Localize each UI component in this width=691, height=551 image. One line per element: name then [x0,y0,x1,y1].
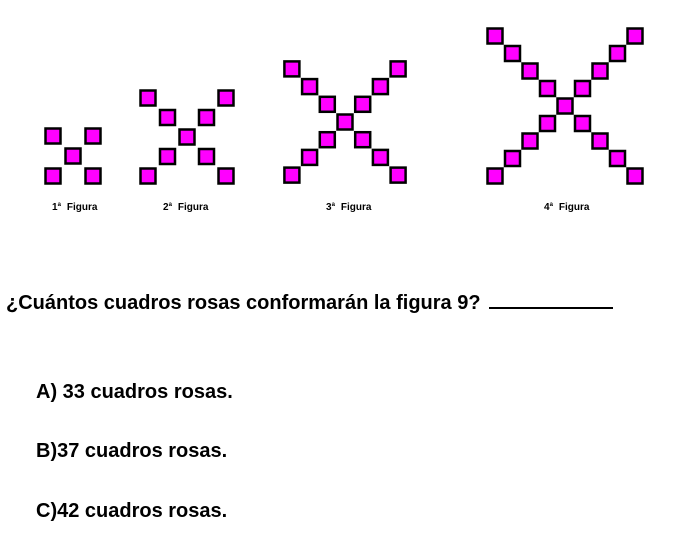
pink-square [353,130,372,149]
pink-square [573,79,592,98]
pink-square [503,44,522,63]
pink-square [626,27,644,45]
pink-square [521,62,539,80]
option-a-text: 33 cuadros rosas. [57,381,233,403]
pink-square [538,79,557,98]
option-a[interactable]: A) 33 cuadros rosas. [36,381,233,404]
pink-square [139,89,157,107]
pink-square [503,149,522,168]
pink-square [486,167,504,185]
pink-square [64,147,82,165]
figure-1 [44,127,102,185]
pink-square [283,166,301,184]
option-b-text: 37 cuadros rosas. [57,440,228,462]
pink-square [608,44,627,63]
figure-2 [139,89,235,185]
pink-square [158,147,177,166]
pink-square [84,127,102,145]
pink-square [608,149,627,168]
pink-square [591,62,609,80]
figure-3 [283,60,407,184]
answer-blank [488,289,613,309]
option-c-text: 42 cuadros rosas. [57,500,228,522]
pink-square [178,128,196,146]
pink-square [318,130,337,149]
pink-square [318,95,337,114]
option-b-letter: B) [36,440,58,462]
pink-square [389,60,407,78]
pink-square [389,166,407,184]
option-c-letter: C) [36,500,58,522]
option-c[interactable]: C)42 cuadros rosas. [36,500,227,523]
pink-square [353,95,372,114]
pink-square [573,114,592,133]
pink-square [217,167,235,185]
pink-square [626,167,644,185]
pink-square [217,89,235,107]
option-b[interactable]: B)37 cuadros rosas. [36,440,227,463]
pink-square [300,77,319,96]
pink-square [84,167,102,185]
question: ¿Cuántos cuadros rosas conformarán la fi… [6,289,613,315]
pink-square [591,132,609,150]
option-a-letter: A) [36,381,58,403]
pink-square [300,148,319,167]
pink-square [197,108,216,127]
question-text: ¿Cuántos cuadros rosas conformarán la fi… [6,292,481,314]
pink-square [371,77,390,96]
pink-square [283,60,301,78]
pink-square [538,114,557,133]
pink-square [44,167,62,185]
pink-square [44,127,62,145]
pink-square [139,167,157,185]
pink-square [371,148,390,167]
pink-square [486,27,504,45]
pink-square [556,97,574,115]
pink-square [197,147,216,166]
pink-square [521,132,539,150]
figure-4 [486,27,644,185]
pink-square [158,108,177,127]
pink-square [336,113,354,131]
